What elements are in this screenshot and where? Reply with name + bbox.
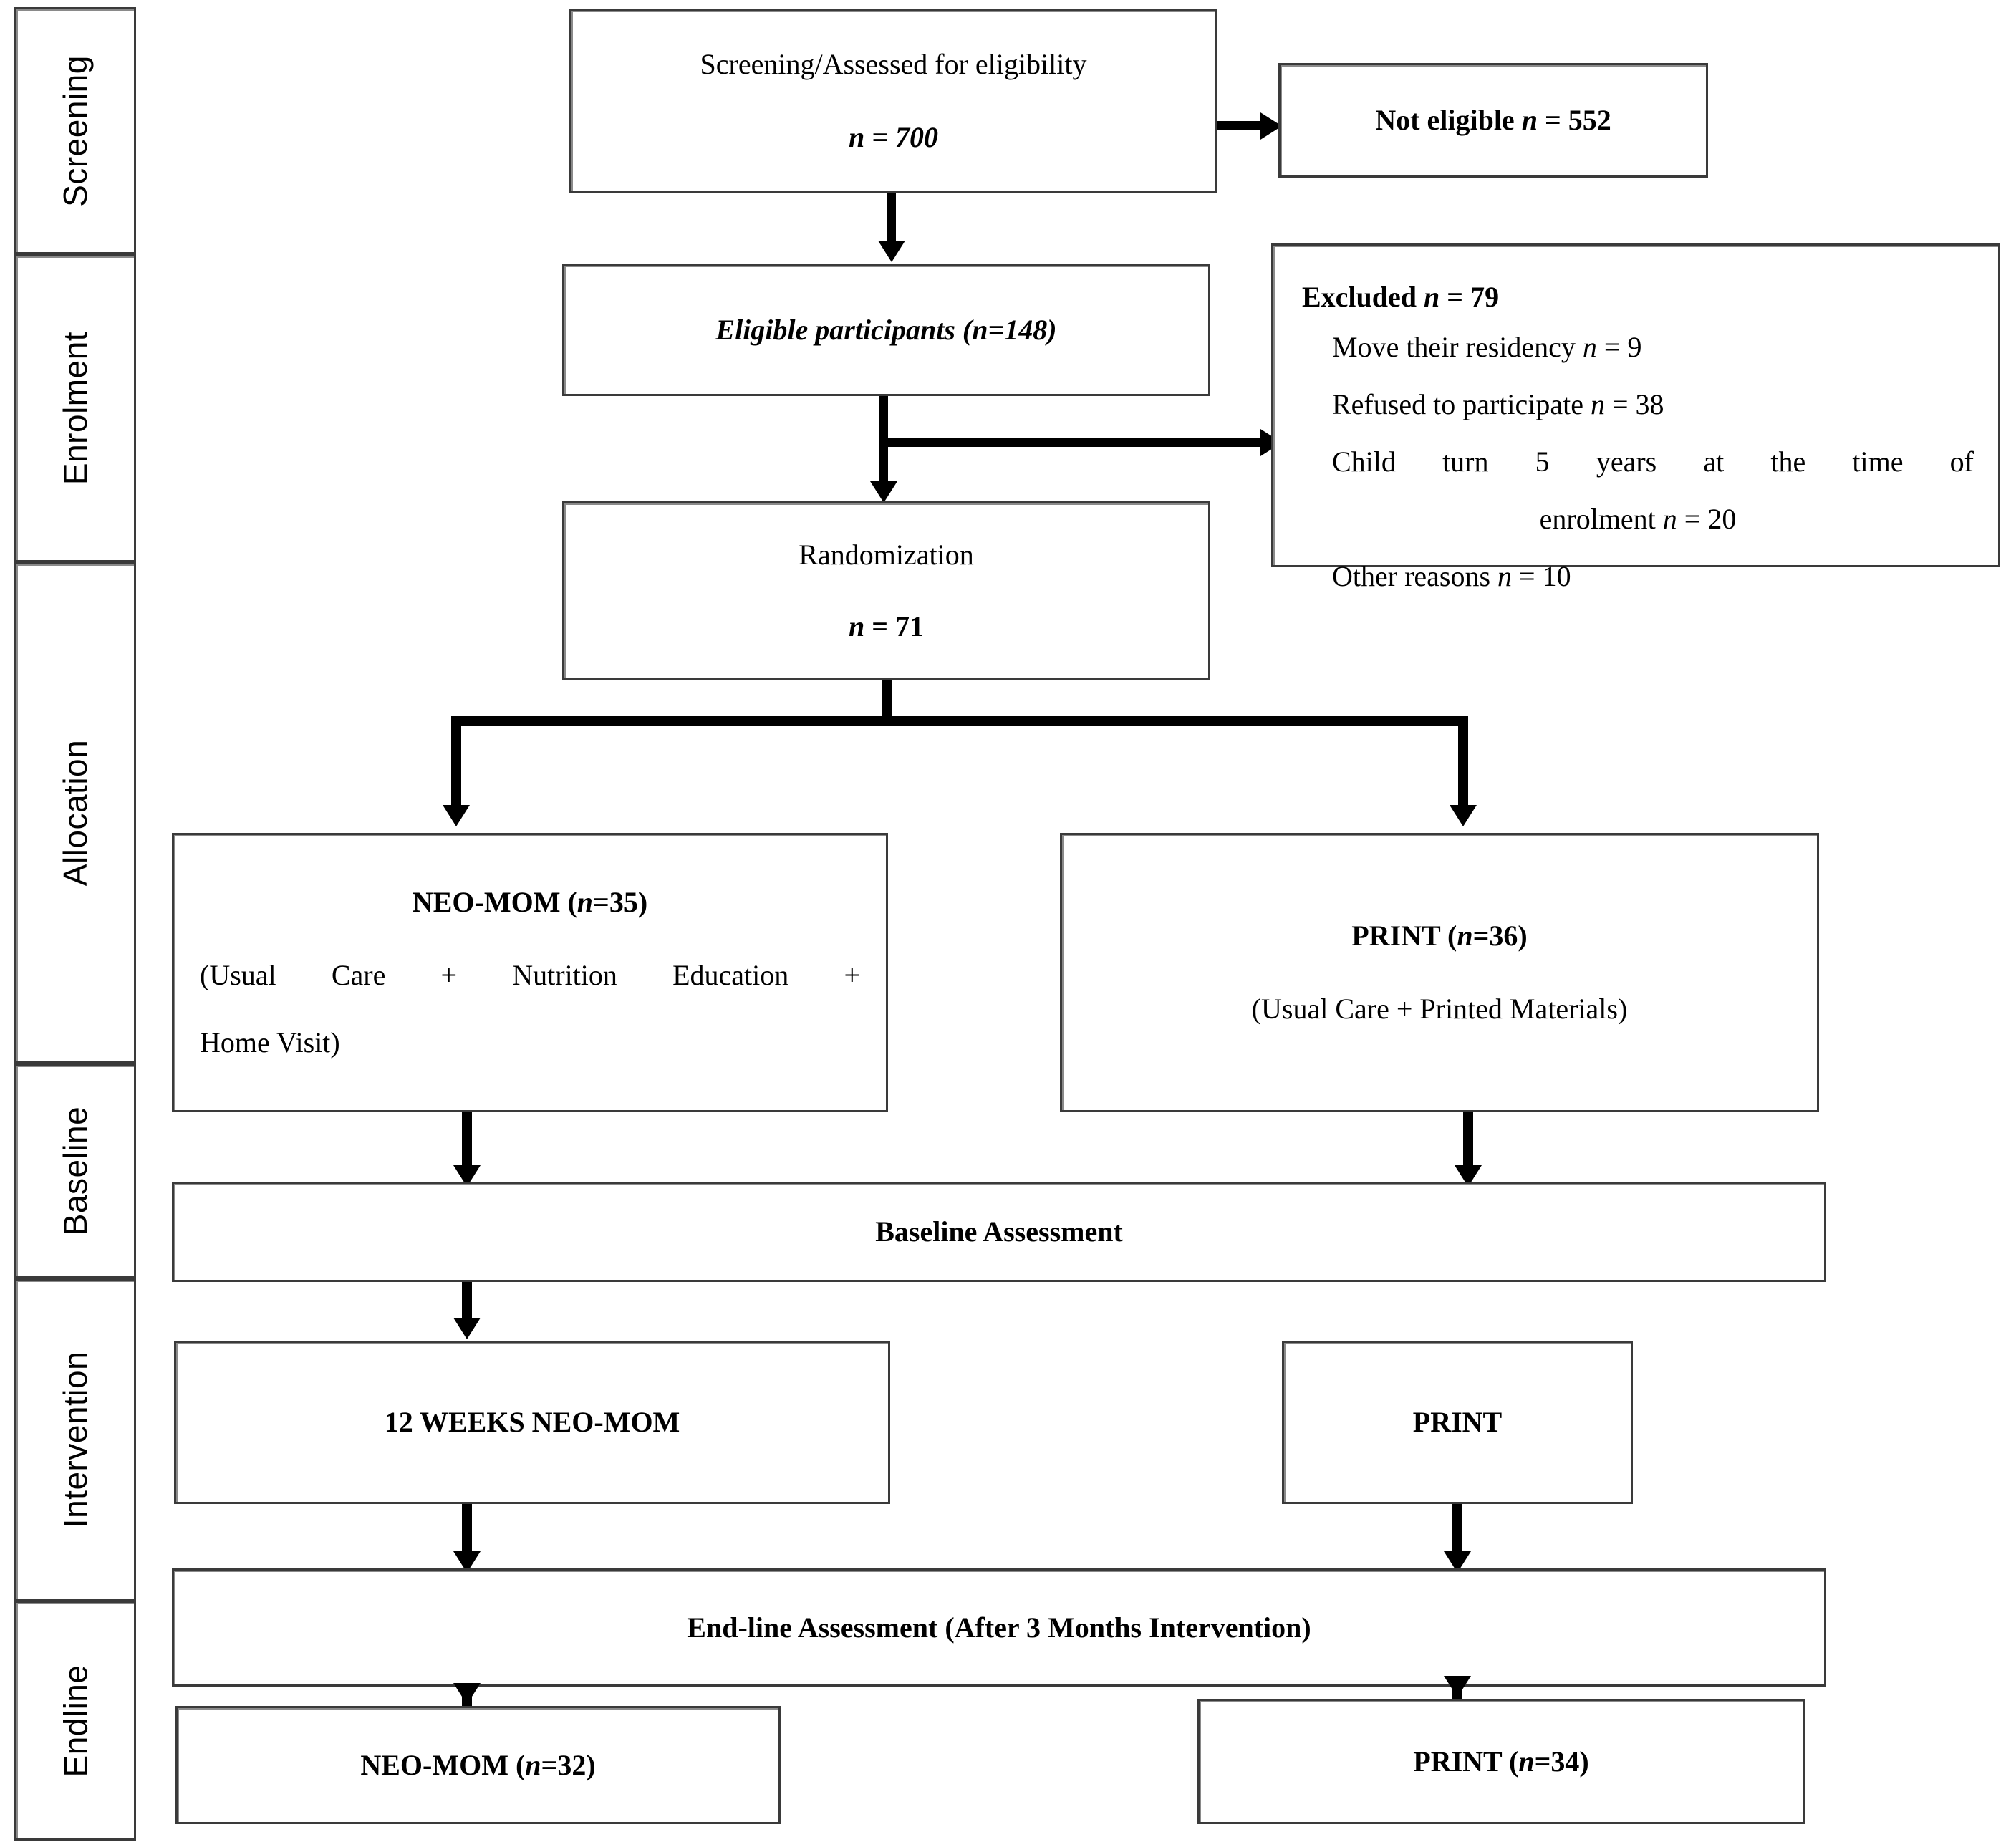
arrowhead-to-randomization (870, 481, 897, 503)
endline-assessment-text: End-line Assessment (After 3 Months Inte… (687, 1611, 1311, 1644)
endline-neo-mom-text: NEO-MOM (n=32) (360, 1748, 596, 1781)
randomization-title: Randomization (799, 539, 974, 571)
not-eligible-box: Not eligible n = 552 (1278, 63, 1708, 178)
connector-split-left (451, 716, 461, 809)
endline-print-box: PRINT (n=34) (1197, 1699, 1805, 1824)
arrowhead-endline-to-print (1444, 1676, 1471, 1697)
excluded-reason-0: Move their residency n = 9 (1332, 331, 1642, 363)
arrowhead-to-print-allocation (1450, 805, 1477, 826)
excluded-reason-4: Other reasons n = 10 (1332, 560, 1571, 592)
excluded-header: Excluded n = 79 (1302, 281, 1500, 313)
allocation-neo-mom-box: NEO-MOM (n=35) (Usual Care + Nutrition E… (172, 833, 888, 1112)
arrowhead-baseline-to-intervention (453, 1318, 481, 1339)
connector-screening-to-eligible (887, 193, 896, 243)
baseline-assessment-box: Baseline Assessment (172, 1182, 1826, 1282)
intervention-neo-mom-text: 12 WEEKS NEO-MOM (384, 1406, 680, 1438)
stage-band-endline: Endline (14, 1601, 136, 1841)
excluded-reason-1: Refused to participate n = 38 (1332, 388, 1664, 420)
allocation-neo-mom-desc-1: (Usual Care + Nutrition Education + (200, 959, 860, 991)
allocation-print-title: PRINT (n=36) (1351, 920, 1528, 952)
connector-randomization-stem (882, 680, 892, 723)
connector-split-right (1458, 716, 1468, 809)
stage-band-baseline: Baseline (14, 1064, 136, 1278)
stage-band-allocation: Allocation (14, 562, 136, 1064)
endline-assessment-box: End-line Assessment (After 3 Months Inte… (172, 1568, 1826, 1687)
stage-band-enrolment: Enrolment (14, 254, 136, 562)
intervention-print-box: PRINT (1282, 1341, 1633, 1504)
excluded-box: Excluded n = 79 Move their residency n =… (1271, 243, 2000, 592)
connector-intervention-left-to-endline (462, 1504, 472, 1556)
stage-label-enrolment: Enrolment (57, 331, 94, 486)
stage-label-allocation: Allocation (57, 739, 95, 887)
connector-randomization-split (451, 716, 1468, 726)
connector-intervention-right-to-endline (1452, 1504, 1462, 1556)
screening-box: Screening/Assessed for eligibility n = 7… (569, 9, 1217, 193)
allocation-neo-mom-desc-2: Home Visit) (200, 1026, 340, 1059)
randomization-count: n = 71 (848, 610, 925, 642)
stage-band-intervention: Intervention (14, 1278, 136, 1601)
connector-baseline-to-intervention (462, 1282, 472, 1321)
arrowhead-endline-to-neo-mom (453, 1683, 481, 1704)
stage-label-screening: Screening (57, 54, 95, 207)
screening-title: Screening/Assessed for eligibility (700, 48, 1087, 80)
eligible-participants-box: Eligible participants (n=148) (562, 264, 1210, 396)
allocation-print-box: PRINT (n=36) (Usual Care + Printed Mater… (1060, 833, 1819, 1112)
connector-neo-mom-to-baseline (462, 1112, 472, 1170)
allocation-neo-mom-title: NEO-MOM (n=35) (412, 886, 648, 918)
stage-label-endline: Endline (56, 1664, 94, 1777)
arrowhead-to-eligible (878, 241, 905, 262)
randomization-box: Randomization n = 71 (562, 501, 1210, 680)
arrowhead-to-neo-mom-allocation (443, 805, 470, 826)
stage-label-baseline: Baseline (57, 1106, 95, 1236)
intervention-neo-mom-box: 12 WEEKS NEO-MOM (174, 1341, 890, 1504)
stage-band-screening: Screening (14, 7, 136, 254)
connector-eligible-to-excluded (879, 438, 1265, 447)
stage-label-intervention: Intervention (57, 1351, 95, 1528)
allocation-print-desc: (Usual Care + Printed Materials) (1251, 993, 1628, 1025)
not-eligible-text: Not eligible n = 552 (1375, 104, 1611, 136)
baseline-assessment-text: Baseline Assessment (875, 1215, 1123, 1248)
screening-count: n = 700 (848, 121, 939, 153)
eligible-participants-text: Eligible participants (n=148) (715, 313, 1057, 346)
connector-screening-to-not-eligible (1217, 121, 1262, 130)
endline-print-text: PRINT (n=34) (1413, 1745, 1589, 1778)
endline-neo-mom-box: NEO-MOM (n=32) (175, 1706, 781, 1824)
excluded-reason-3: enrolment n = 20 (1539, 503, 1737, 535)
intervention-print-text: PRINT (1412, 1406, 1503, 1438)
excluded-reason-2: Child turn 5 years at the time of (1332, 445, 1974, 478)
connector-print-to-baseline (1463, 1112, 1473, 1170)
